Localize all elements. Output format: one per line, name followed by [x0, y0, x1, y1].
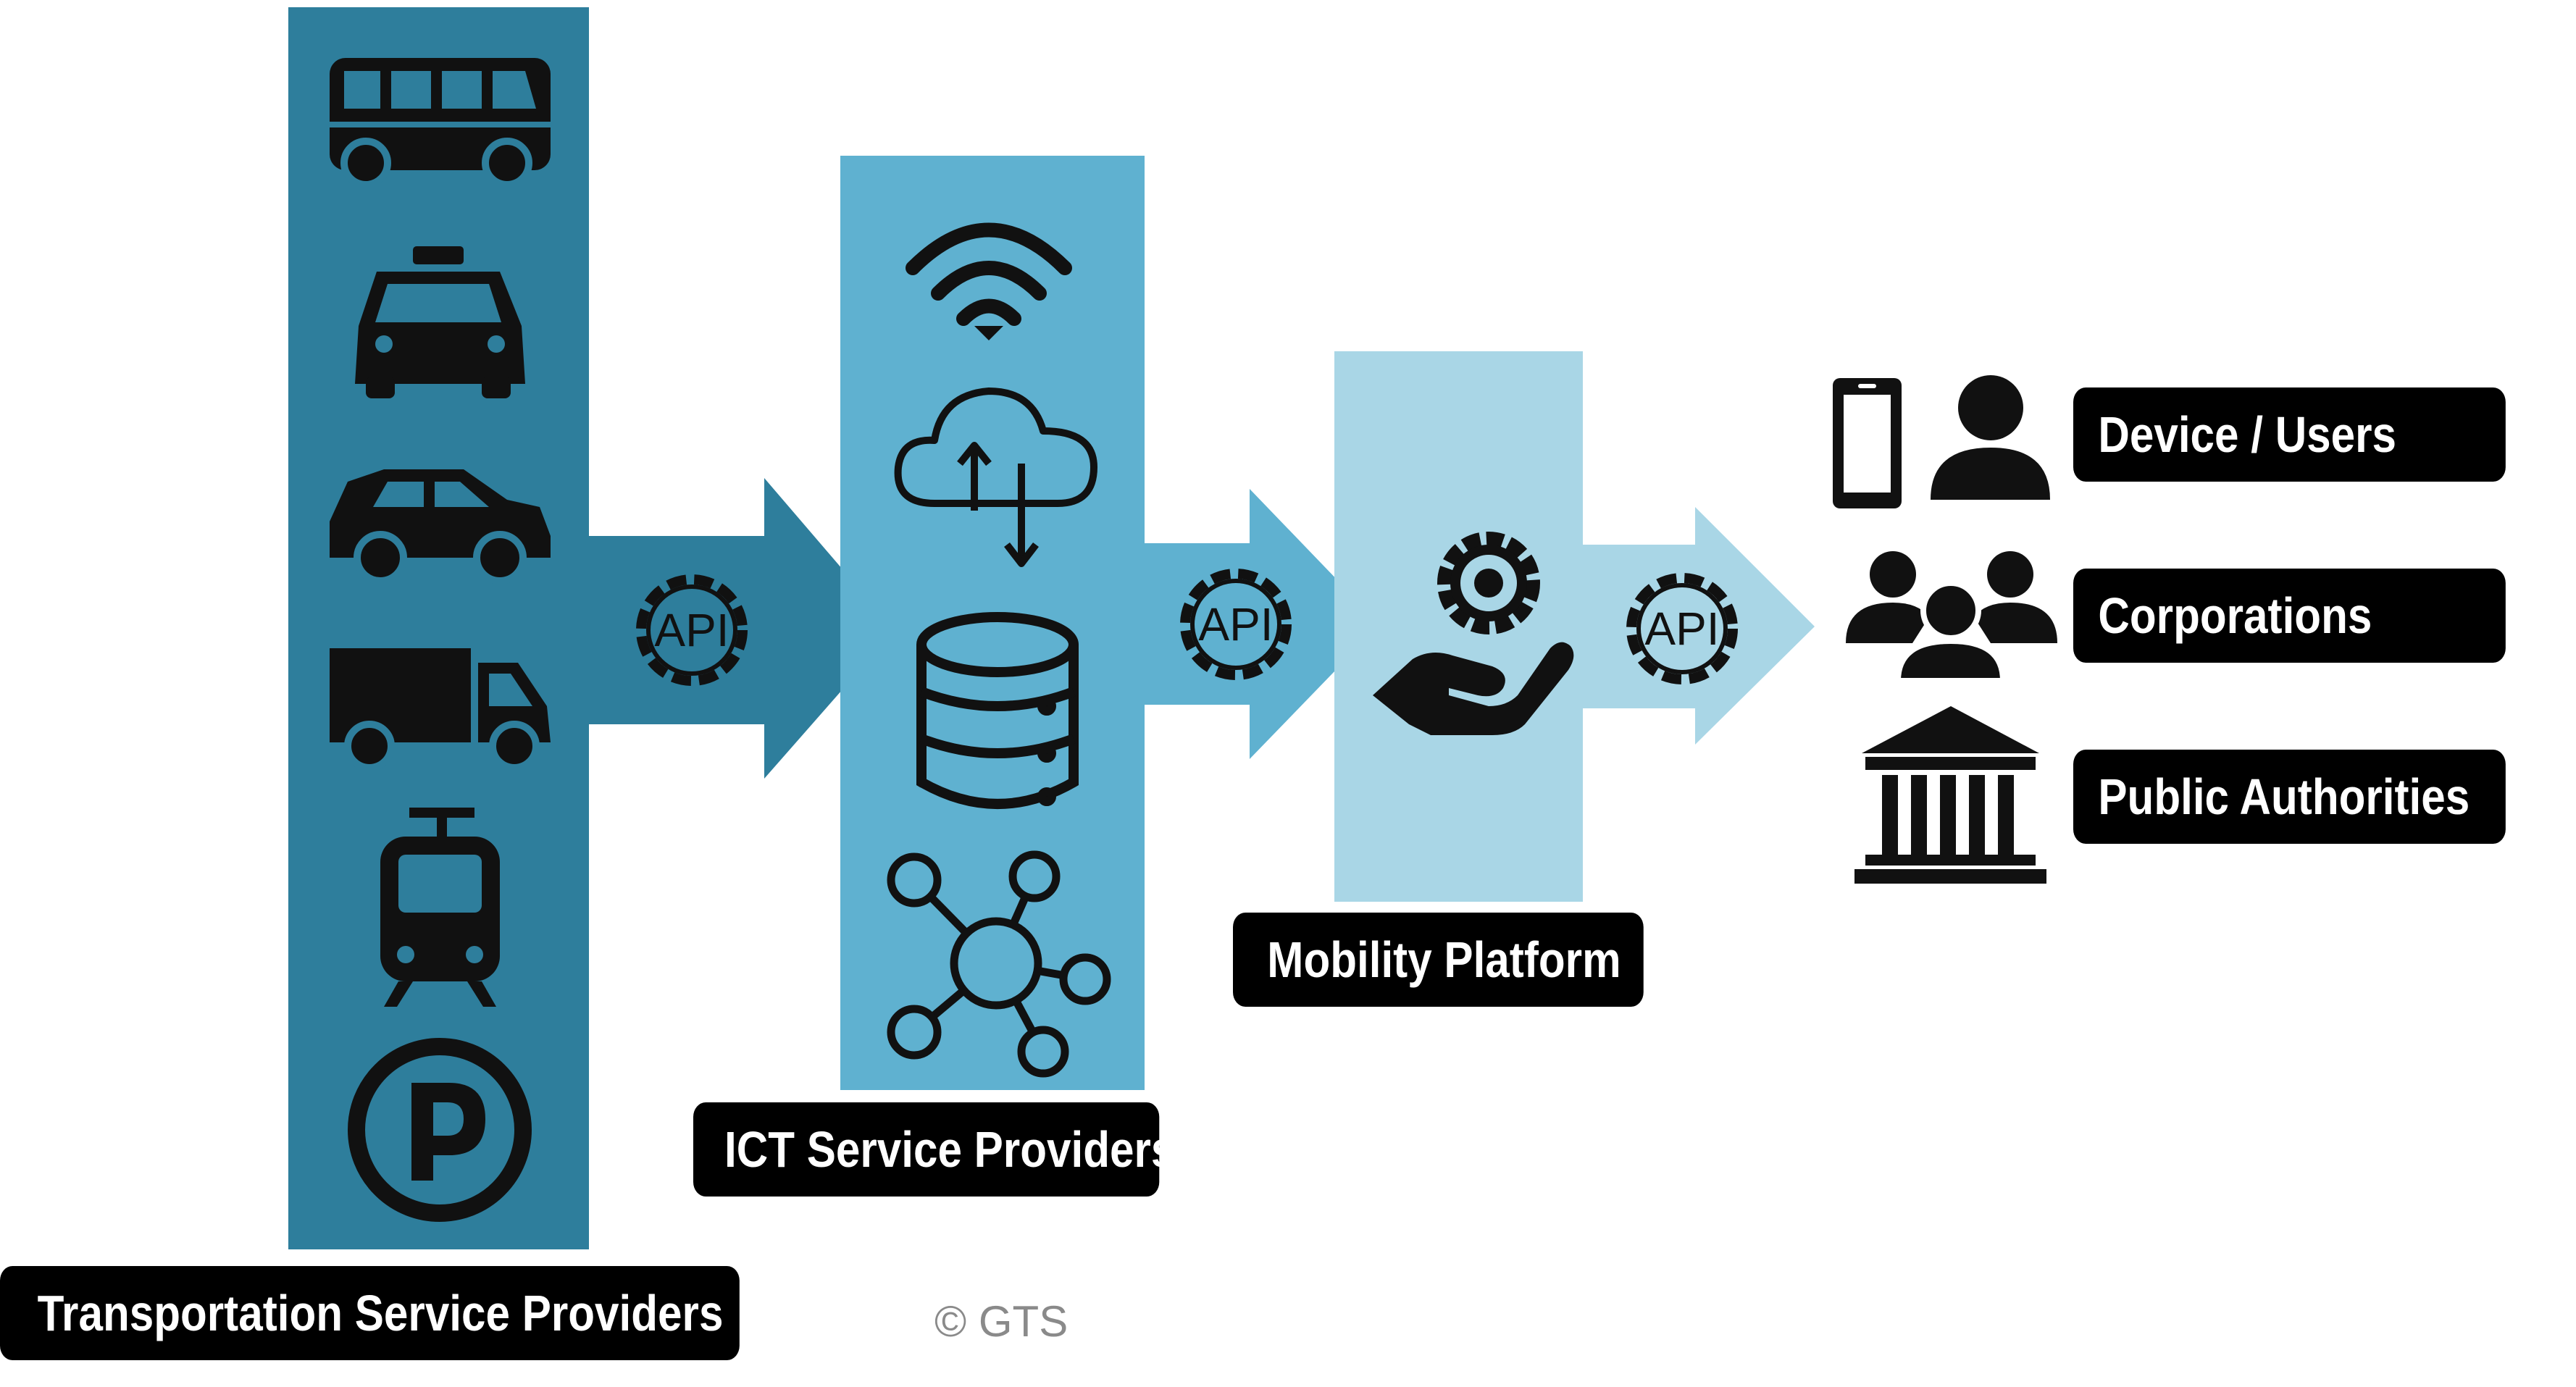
user-icon: [1931, 375, 2050, 500]
transport-arrow: [589, 478, 895, 779]
cloud-sync-icon: [894, 387, 1097, 567]
consumer-label-text: Public Authorities: [2098, 768, 2470, 825]
ict-arrow: [1145, 489, 1380, 759]
api-badge-2: API: [1180, 569, 1292, 680]
api-badge-text: API: [1644, 603, 1719, 655]
car-icon: [330, 469, 551, 584]
group-icon: [1846, 551, 2057, 684]
platform-column: [1334, 351, 1583, 902]
consumer-label-text: Device / Users: [2098, 406, 2397, 463]
transport-label: Transportation Service Providers: [0, 1266, 740, 1360]
consumer-label-text: Corporations: [2098, 587, 2372, 644]
api-badge-text: API: [654, 604, 729, 656]
network-hub-icon: [887, 850, 1111, 1078]
wifi-icon: [906, 222, 1072, 340]
transport-label-text: Transportation Service Providers: [37, 1285, 724, 1341]
ict-label: ICT Service Providers: [693, 1102, 1175, 1197]
consumer-label-corporations: Corporations: [2073, 569, 2506, 663]
api-badge-3: API: [1626, 573, 1738, 684]
government-building-icon: [1854, 706, 2046, 884]
database-icon: [916, 612, 1079, 809]
hand-gear-icon: [1373, 532, 1574, 735]
bus-icon: [330, 58, 551, 188]
api-badge-text: API: [1198, 598, 1273, 650]
api-badge-1: API: [636, 574, 748, 686]
tram-icon: [380, 808, 500, 1007]
smartphone-icon: [1833, 378, 1902, 508]
platform-arrow: [1583, 507, 1815, 745]
transport-column: [288, 7, 589, 1249]
taxi-icon: [355, 246, 525, 398]
copyright-text: © GTS: [934, 1297, 1069, 1346]
platform-label: Mobility Platform: [1233, 913, 1644, 1007]
ict-label-text: ICT Service Providers: [724, 1121, 1176, 1178]
truck-icon: [330, 648, 551, 771]
platform-label-text: Mobility Platform: [1267, 931, 1621, 988]
consumer-label-public-authorities: Public Authorities: [2073, 750, 2506, 844]
parking-icon: [348, 1038, 532, 1222]
consumer-label-device-users: Device / Users: [2073, 387, 2506, 482]
